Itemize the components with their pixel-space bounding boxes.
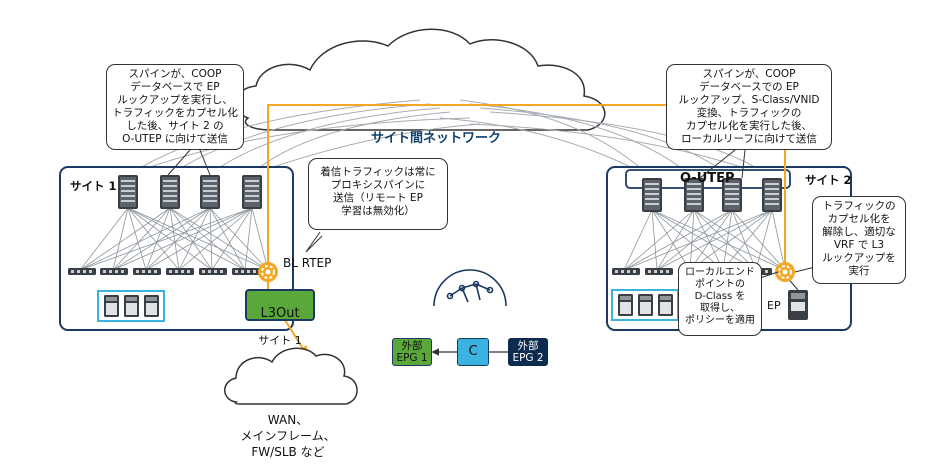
border-leaf-gear-icon: [258, 262, 278, 282]
site2-apic-3: [658, 294, 673, 316]
l3out-site: サイト 1: [258, 334, 302, 347]
tenant-policy-icon: [433, 269, 507, 307]
site1-spine-1: [118, 175, 138, 209]
l3out-box: L3Out サイト 1: [245, 289, 315, 347]
wan-label: WAN、 メインフレーム、 FW/SLB など: [240, 413, 336, 459]
contract-box: C: [457, 338, 489, 366]
site1-fabric-links: [79, 207, 269, 271]
endpoint-server-icon: [788, 290, 808, 320]
l3out-title: L3Out: [260, 306, 300, 321]
site1-leaf-5: [199, 268, 227, 275]
site2-apic-1: [618, 294, 633, 316]
ep-label: EP: [767, 299, 781, 312]
callout-pointers: [167, 149, 820, 279]
site1-apic-3: [144, 295, 159, 317]
callout-spine-left: スパインが、COOP データベースで EP ルックアップを実行し、 トラフィック…: [106, 64, 244, 150]
site2-leaf-2: [645, 268, 673, 275]
epg2-box: 外部 EPG 2: [508, 338, 548, 366]
site2-outep-band: [625, 169, 791, 189]
wan-cloud: [224, 347, 358, 405]
site1-leaf-3: [133, 268, 161, 275]
site2-spine-4: [762, 178, 782, 212]
outep-label: O-UTEP: [680, 171, 735, 186]
callout-decap: トラフィックの カプセル化を 解除し、適切な VRF で L3 ルックアップを …: [812, 196, 906, 284]
site1-leaf-4: [166, 268, 194, 275]
site1-spine-2: [160, 175, 180, 209]
site2-leaf-gear-icon: [775, 262, 795, 282]
intersite-network-label: サイト間ネットワーク: [371, 131, 502, 146]
site1-spine-4: [242, 175, 262, 209]
site2-spine-1: [642, 178, 662, 212]
callout-local-ep: ローカルエンド ポイントの D-Class を 取得し、 ポリシーを適用: [678, 262, 762, 336]
site1-spine-3: [200, 175, 220, 209]
site2-fabric-links: [623, 209, 786, 271]
site1-apic-1: [104, 295, 119, 317]
site2-apic-2: [638, 294, 653, 316]
bl-rtep-label: BL RTEP: [283, 256, 332, 270]
callout-incoming: 着信トラフィックは常に プロキシスパインに 送信（リモート EP 学習は無効化）: [308, 158, 448, 230]
site1-apic-2: [124, 295, 139, 317]
site2-title: サイト 2: [805, 173, 852, 187]
site1-title: サイト 1: [70, 179, 117, 193]
epg1-box: 外部 EPG 1: [392, 338, 432, 366]
site1-leaf-2: [100, 268, 128, 275]
callout-spine-right: スパインが、COOP データベースでの EP ルックアップ、S-Class/VN…: [666, 64, 832, 150]
site2-leaf-1: [612, 268, 640, 275]
site1-leaf-6: [232, 268, 260, 275]
site1-leaf-1: [68, 268, 96, 275]
